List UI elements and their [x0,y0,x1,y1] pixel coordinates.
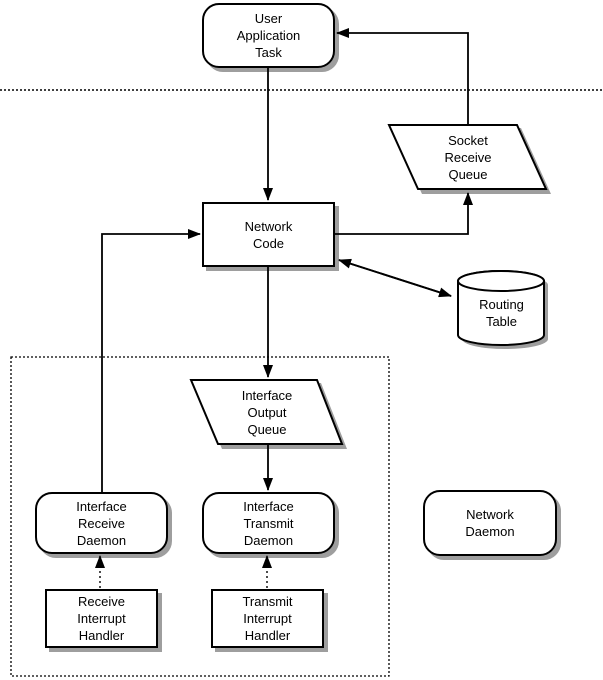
arrow-routing-table-to-network-code [338,258,452,297]
arrow-network-code-to-routing-table [338,259,452,298]
node-label: Interface Receive Daemon [76,498,127,548]
node-user-application-task: User Application Task [202,3,335,68]
node-label: Network Code [244,218,293,251]
node-routing-table: Routing Table [457,270,548,349]
node-label: Interface Transmit Daemon [243,498,294,548]
parallelogram-shape [387,124,551,194]
node-label: Socket Receive Queue [444,133,492,182]
node-label: Receive Interrupt Handler [77,594,126,643]
arrow-receive-daemon-to-network-code [101,229,201,492]
node-interface-transmit-daemon: Interface Transmit Daemon [202,492,335,554]
node-network-daemon: Network Daemon [423,490,557,556]
node-interface-output-queue: Interface Output Queue [189,379,347,449]
node-label: User Application Task [236,11,301,60]
node-transmit-interrupt-handler: Transmit Interrupt Handler [211,589,324,648]
node-label: Transmit Interrupt Handler [242,594,293,643]
node-socket-receive-queue: Socket Receive Queue [387,124,551,194]
node-label: Network Daemon [465,507,515,539]
node-receive-interrupt-handler: Receive Interrupt Handler [45,589,158,648]
arrow-network-code-to-socket-receive-queue [335,192,473,235]
node-interface-receive-daemon: Interface Receive Daemon [35,492,168,554]
arrow-socket-receive-queue-to-user-task [336,28,469,124]
cylinder-shape [457,270,548,349]
node-label: Routing Table [479,297,524,329]
node-network-code: Network Code [202,202,335,267]
node-label: Interface Output Queue [241,388,293,437]
